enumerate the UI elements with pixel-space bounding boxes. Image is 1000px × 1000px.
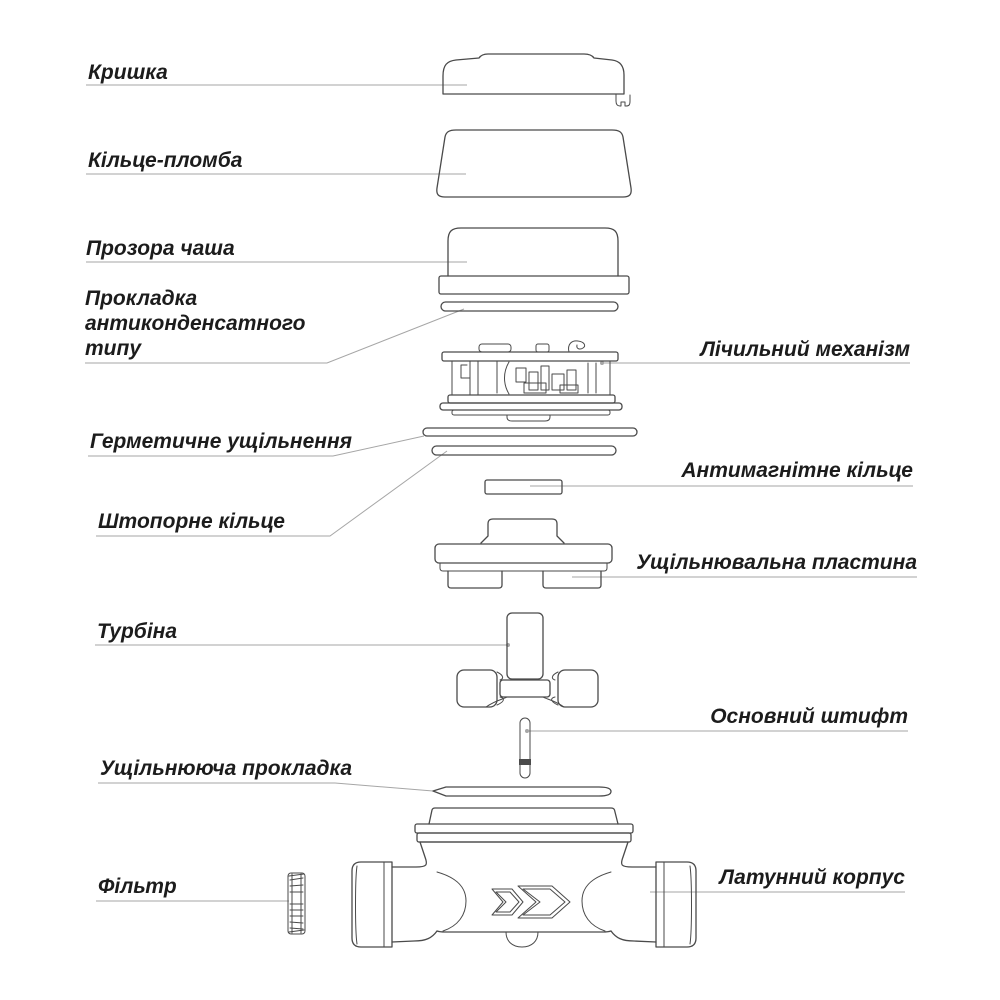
gear-block [515,367,527,383]
flow-arrow-chevron-small-inner [495,891,520,913]
sealing-plate-foot-left [447,570,503,589]
leader-lines [85,84,917,902]
anticondensation-gasket-label-line3: типу [85,337,142,360]
clear-cup-label: Прозора чаша [86,237,235,260]
sealing-plate-label: Ущільнювальна пластина [636,551,917,574]
flow-arrow-chevron-large [517,885,571,919]
stop-ring-leader-line [96,450,448,537]
cap-drawing [442,53,631,107]
counting-mechanism-label: Лічильний механізм [698,338,910,361]
antimagnetic-ring-label: Антимагнітне кільце [680,459,913,482]
turbine-hub [499,679,551,698]
mechanism-top-lug [535,343,550,353]
filter-drawing [287,872,306,935]
turbine-vanes [485,671,565,708]
body-top-collar [428,807,619,825]
sealing-gasket-label: Ущільнююча прокладка [100,757,352,780]
sealing-gasket-drawing [432,786,612,797]
stop-ring-drawing [431,445,617,456]
mechanism-left-step [460,364,471,379]
body-fitting-left-shade [355,865,358,945]
mechanism-gear-cluster [515,365,579,394]
mechanism-bottom-boss [506,414,551,422]
body-side-left [391,841,428,868]
body-bottom-edge [436,930,612,933]
body-saddle-curve-right [581,871,612,932]
brass-body-drawing [351,807,697,948]
mechanism-body-sides [451,360,611,396]
turbine-blade-left [456,669,498,708]
brass-body-label: Латунний корпус [717,866,905,889]
mechanism-top-plate [441,351,619,362]
mechanism-top-spring [568,340,586,353]
gear-block [566,369,577,391]
body-rim-1 [414,823,634,834]
cap-label: Кришка [88,61,168,84]
mechanism-cone [504,361,510,395]
body-fitting-left [351,861,393,948]
turbine-blade-right [557,669,599,708]
hermetic-seal-drawing [422,427,638,437]
clear-cup-flange [438,275,630,295]
part-labels: Кришка Кільце-пломба Прозора чаша Прокла… [85,61,917,898]
main-pin-leader-dot [525,729,529,733]
flow-arrow-chevron-small [491,888,524,916]
filter-mesh [288,873,305,933]
main-pin-band [519,759,531,765]
anticondensation-gasket-label-line1: Прокладка [85,287,198,310]
gear-block [559,384,579,394]
body-rim-2 [416,832,632,843]
body-side-right [620,841,657,868]
mechanism-top-tab [478,343,512,353]
clear-cup-outline [447,227,619,277]
anticondensation-gasket-leader-line [85,308,465,364]
antimagnetic-ring-drawing [484,479,563,495]
main-pin-rod [519,717,531,779]
body-fitting-right-shade [689,865,692,945]
gear-block [523,382,547,394]
filter-label: Фільтр [98,875,177,898]
seal-ring-drawing [436,129,632,198]
flow-arrow-chevron-large-inner [522,888,566,916]
hermetic-seal-leader-line [88,435,425,457]
counting-mechanism-drawing [439,340,623,422]
mechanism-bottom-plate-1 [447,394,616,404]
anticondensation-gasket-label-line2: антиконденсатного [85,312,306,335]
stop-ring-label: Штопорне кільце [98,510,285,533]
mechanism-bottom-plate-2 [439,402,623,411]
sealing-plate-drawing [434,518,613,589]
sealing-plate-foot-right [542,570,602,589]
gear-block [551,373,565,391]
body-saddle-curve-left [436,871,467,932]
sealing-plate-body [434,543,613,564]
filter-outline [287,872,306,935]
counting-mechanism-leader-dot [600,361,604,365]
hermetic-seal-label: Герметичне ущільнення [90,430,352,453]
seal-ring-label: Кільце-пломба [88,149,243,172]
sealing-gasket-leader-line [98,782,434,792]
main-pin-drawing [519,717,531,779]
main-pin-label: Основний штифт [710,705,908,728]
body-fitting-right [655,861,697,948]
gear-block [540,365,550,391]
sealing-plate-rim [439,562,608,572]
mechanism-bottom-plate-3 [451,409,611,416]
body-flow-arrow [491,885,571,919]
turbine-label: Турбіна [97,620,177,643]
cap-clip-hook [615,93,631,107]
turbine-shaft [506,612,544,680]
body-pipe-bottom-right [610,930,657,943]
clear-cup-drawing [438,227,630,295]
anticondensation-gasket-drawing [440,301,619,312]
gear-block [528,371,539,391]
body-pipe-bottom-left [391,930,438,943]
sealing-plate-boss [480,518,565,544]
body-bottom-bump [505,931,539,948]
turbine-drawing [456,612,599,708]
cap-outline [442,53,625,95]
seal-ring-outline [436,129,632,198]
